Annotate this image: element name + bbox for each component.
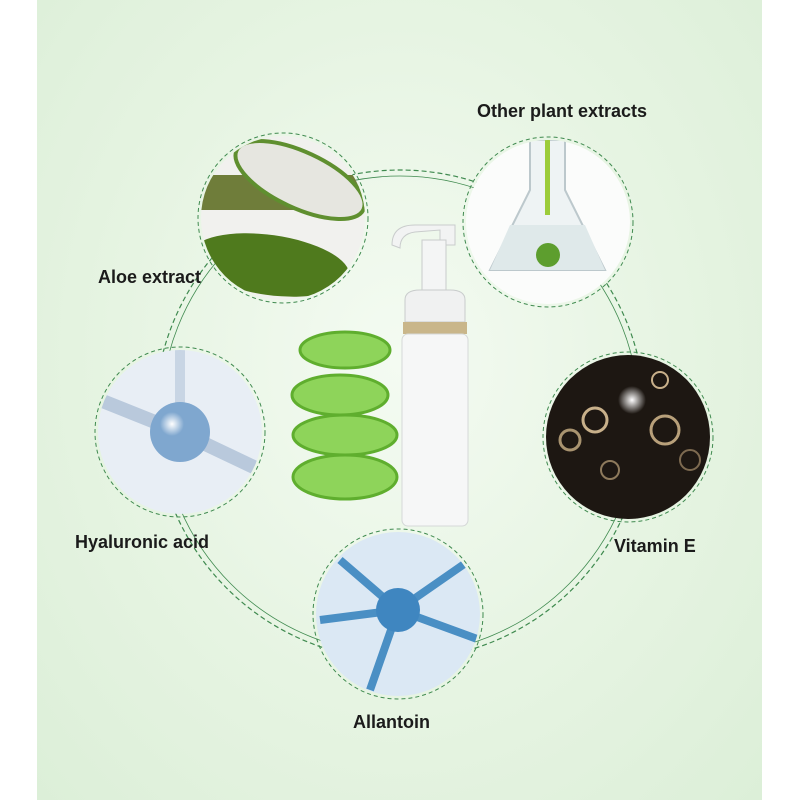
aloe-slice-icon bbox=[201, 136, 365, 300]
aloe-circle-border bbox=[197, 132, 369, 304]
label-other-plant-extracts: Other plant extracts bbox=[477, 101, 648, 121]
molecule-icon bbox=[98, 350, 262, 514]
pump-bottle-icon bbox=[391, 224, 469, 527]
molecule-circle-border bbox=[94, 346, 266, 518]
aloe-leaves-icon bbox=[290, 330, 399, 501]
label-allantoin: Allantoin bbox=[353, 712, 430, 732]
flask-circle-border bbox=[462, 136, 634, 308]
neuron-icon bbox=[316, 532, 480, 696]
bubbles-circle-border bbox=[542, 351, 714, 523]
label-aloe-extract: Aloe extract bbox=[98, 267, 202, 287]
flask-icon bbox=[466, 140, 630, 304]
bubbles-icon bbox=[546, 355, 710, 519]
label-hyaluronic-acid: Hyaluronic acid bbox=[75, 532, 210, 552]
label-vitamin-e: Vitamin E bbox=[614, 536, 696, 556]
neuron-circle-border bbox=[312, 528, 484, 700]
